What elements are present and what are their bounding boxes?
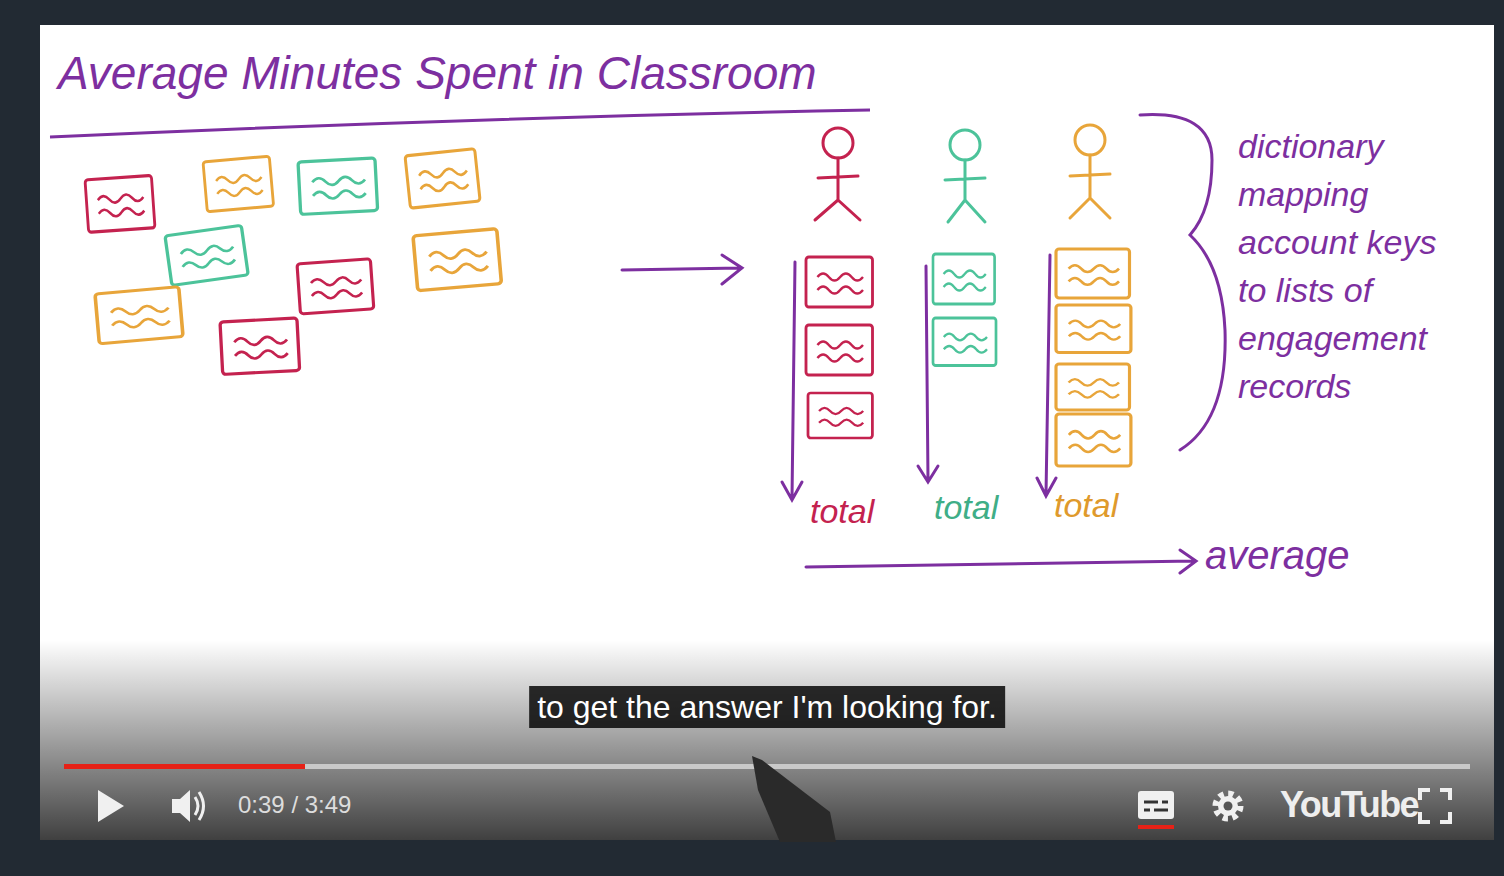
settings-icon [1216,794,1240,818]
average-arrow [806,550,1196,573]
play-icon [98,790,124,822]
record-card [806,325,873,375]
record-card [203,156,274,212]
total-label: total [810,492,874,531]
record-card [933,254,995,304]
record-card [808,393,872,438]
captions-on-bar [1138,825,1174,829]
time-display: 0:39 / 3:49 [238,791,351,819]
stick-figure [1070,125,1110,218]
stick-figure [945,130,985,222]
record-card [806,257,873,307]
average-label: average [1205,533,1350,578]
volume-icon [172,790,190,822]
transform-arrow [622,255,742,284]
captions-icon [1138,791,1174,819]
volume-waves [195,792,204,820]
record-card [85,175,155,232]
record-card [405,149,480,209]
record-card [413,229,501,291]
total-label: total [934,488,998,527]
pen [752,756,836,842]
progress-played [64,764,305,769]
title: Average Minutes Spent in Classroom [58,46,817,100]
record-cards [85,149,501,375]
record-card [95,287,183,344]
record-card [297,259,374,314]
title-underline [50,110,870,137]
sum-arrow [782,262,802,500]
student-figures [815,125,1110,222]
record-card [165,225,248,285]
grouped-cards [806,249,1131,466]
curly-brace [1140,115,1225,450]
fullscreen-icon [1420,790,1450,822]
record-card [220,318,300,374]
annotation: dictionary mapping account keys to lists… [1238,122,1473,410]
stick-figure [815,128,860,220]
record-card [1056,364,1130,410]
record-card [1056,414,1131,466]
captions-lines [1144,802,1168,810]
brand-logo: YouTube [1280,784,1418,826]
record-card [933,318,996,366]
subtitle: to get the answer I'm looking for. [529,686,1005,728]
record-card [1056,305,1131,353]
sum-arrow [918,266,938,482]
total-label: total [1054,486,1118,525]
record-card [1056,249,1130,298]
sum-arrow [1037,255,1056,496]
record-card [298,158,378,214]
